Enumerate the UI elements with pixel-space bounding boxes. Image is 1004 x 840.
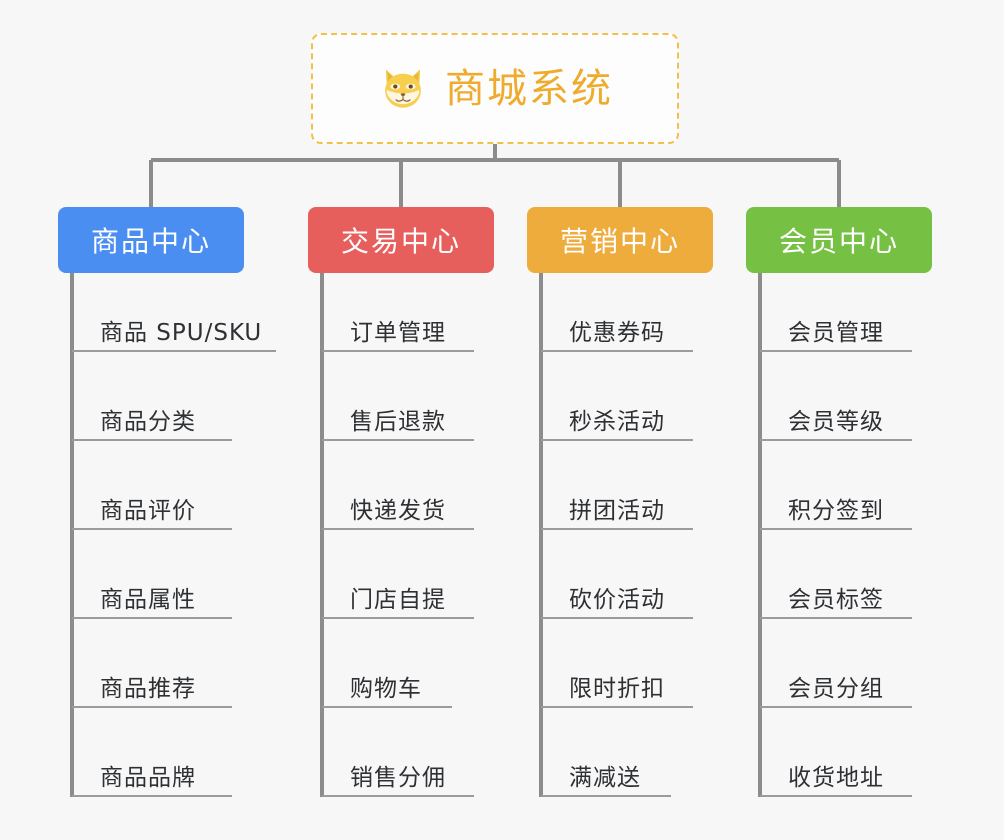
root-title: 商城系统 xyxy=(445,65,613,112)
leaf-item-label: 商品 SPU/SKU xyxy=(100,319,263,346)
leaf-item[interactable]: 砍价活动 xyxy=(541,559,693,619)
leaf-item-label: 会员等级 xyxy=(788,408,884,435)
leaf-item[interactable]: 积分签到 xyxy=(760,470,912,530)
root-node[interactable]: 商城系统 xyxy=(311,33,679,144)
leaf-item[interactable]: 购物车 xyxy=(322,648,452,708)
leaf-item[interactable]: 门店自提 xyxy=(322,559,474,619)
leaf-item[interactable]: 快递发货 xyxy=(322,470,474,530)
leaf-item-label: 快递发货 xyxy=(350,497,446,524)
leaf-item[interactable]: 商品评价 xyxy=(72,470,232,530)
leaf-item-label: 商品品牌 xyxy=(100,764,196,791)
leaf-item[interactable]: 收货地址 xyxy=(760,737,912,797)
leaf-item[interactable]: 会员等级 xyxy=(760,381,912,441)
category-header-3[interactable]: 营销中心 xyxy=(527,207,713,273)
leaf-item[interactable]: 订单管理 xyxy=(322,292,474,352)
leaf-item-label: 门店自提 xyxy=(350,586,446,613)
leaf-item-label: 砍价活动 xyxy=(569,586,665,613)
leaf-item-label: 销售分佣 xyxy=(350,764,446,791)
leaf-item-label: 订单管理 xyxy=(350,319,446,346)
category-header-label: 营销中心 xyxy=(559,225,680,258)
leaf-item-label: 商品推荐 xyxy=(100,675,196,702)
leaf-item[interactable]: 会员标签 xyxy=(760,559,912,619)
leaf-item[interactable]: 满减送 xyxy=(541,737,671,797)
leaf-item[interactable]: 售后退款 xyxy=(322,381,474,441)
leaf-item-label: 商品分类 xyxy=(100,408,196,435)
leaf-item-label: 售后退款 xyxy=(350,408,446,435)
leaf-item[interactable]: 优惠券码 xyxy=(541,292,693,352)
leaf-item-label: 会员管理 xyxy=(788,319,884,346)
leaf-item-label: 优惠券码 xyxy=(569,319,665,346)
category-header-label: 会员中心 xyxy=(778,225,899,258)
leaf-item-label: 满减送 xyxy=(569,764,641,791)
leaf-item[interactable]: 销售分佣 xyxy=(322,737,474,797)
category-header-4[interactable]: 会员中心 xyxy=(746,207,932,273)
category-header-2[interactable]: 交易中心 xyxy=(308,207,494,273)
leaf-item-label: 限时折扣 xyxy=(569,675,665,702)
leaf-item[interactable]: 商品 SPU/SKU xyxy=(72,292,276,352)
category-header-label: 商品中心 xyxy=(90,225,211,258)
leaf-item[interactable]: 秒杀活动 xyxy=(541,381,693,441)
leaf-item[interactable]: 商品属性 xyxy=(72,559,232,619)
leaf-item[interactable]: 商品推荐 xyxy=(72,648,232,708)
leaf-item[interactable]: 会员分组 xyxy=(760,648,912,708)
category-header-1[interactable]: 商品中心 xyxy=(58,207,244,273)
leaf-item-label: 拼团活动 xyxy=(569,497,665,524)
leaf-item-label: 商品评价 xyxy=(100,497,196,524)
leaf-item[interactable]: 会员管理 xyxy=(760,292,912,352)
leaf-item[interactable]: 拼团活动 xyxy=(541,470,693,530)
leaf-item[interactable]: 商品品牌 xyxy=(72,737,232,797)
leaf-item-label: 商品属性 xyxy=(100,586,196,613)
shiba-dog-face-icon xyxy=(385,69,421,109)
leaf-item-label: 收货地址 xyxy=(788,764,884,791)
leaf-item-label: 秒杀活动 xyxy=(569,408,665,435)
leaf-item-label: 会员分组 xyxy=(788,675,884,702)
leaf-item[interactable]: 商品分类 xyxy=(72,381,232,441)
leaf-item-label: 会员标签 xyxy=(788,586,884,613)
category-header-label: 交易中心 xyxy=(340,225,461,258)
leaf-item-label: 购物车 xyxy=(350,675,422,702)
leaf-item[interactable]: 限时折扣 xyxy=(541,648,693,708)
leaf-item-label: 积分签到 xyxy=(788,497,884,524)
